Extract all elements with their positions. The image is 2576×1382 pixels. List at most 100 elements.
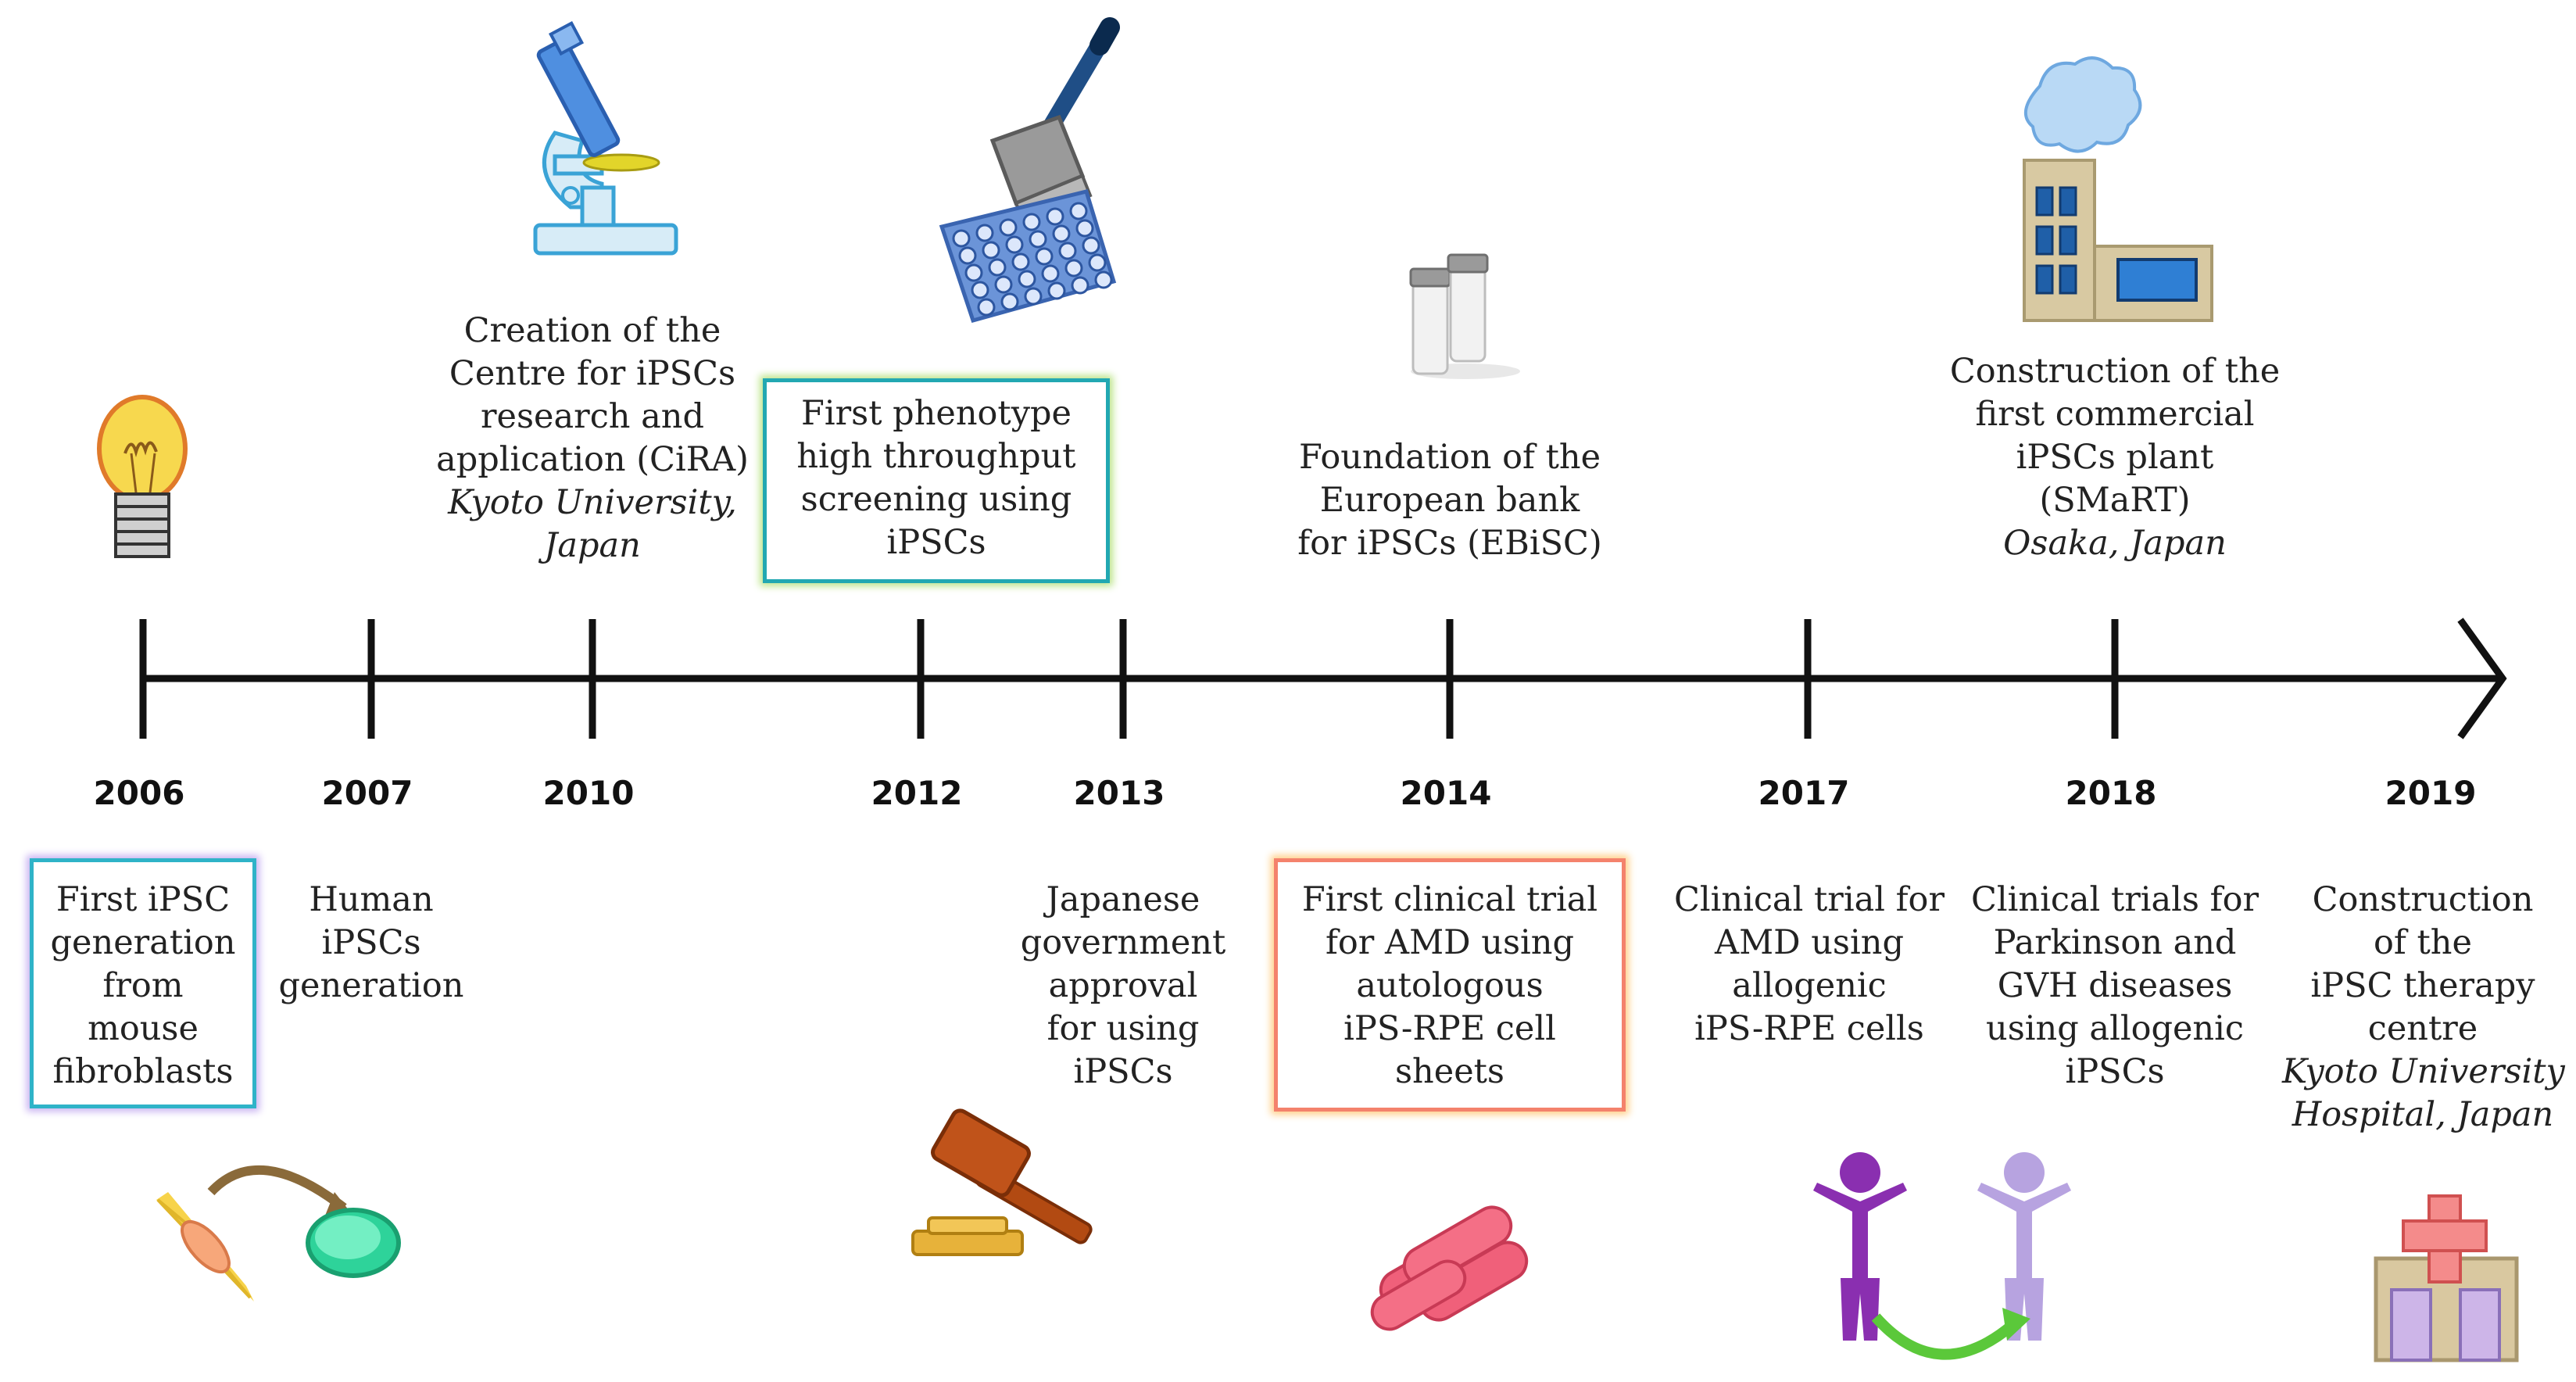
plate-well bbox=[1041, 264, 1060, 283]
event-line: European bank bbox=[1319, 481, 1580, 520]
event-line: fibroblasts bbox=[52, 1052, 234, 1091]
event-line: autologous bbox=[1356, 966, 1544, 1005]
event-location: Hospital, Japan bbox=[2292, 1095, 2554, 1134]
plate-well bbox=[1018, 270, 1036, 288]
event-line: for iPSCs (EBiSC) bbox=[1297, 524, 1602, 563]
plate-well bbox=[1082, 236, 1100, 255]
year-label: 2012 bbox=[871, 774, 963, 812]
event-line: Centre for iPSCs bbox=[449, 354, 736, 393]
event-line: iPS-RPE cell bbox=[1343, 1009, 1556, 1048]
event-2007-human-ipsc: Human iPSCs generation bbox=[270, 879, 473, 1008]
year-label: 2010 bbox=[542, 774, 635, 812]
event-2006-box bbox=[30, 858, 256, 1108]
event-line: for AMD using bbox=[1326, 923, 1574, 962]
event-2012-box bbox=[763, 378, 1110, 583]
year-label: 2017 bbox=[1758, 774, 1850, 812]
plate-well bbox=[999, 218, 1018, 237]
event-line: screening using bbox=[800, 480, 1072, 519]
plate-well bbox=[994, 275, 1013, 294]
event-line: approval bbox=[1048, 966, 1198, 1005]
event-line: Construction bbox=[2312, 880, 2534, 919]
event-line: Foundation of the bbox=[1298, 438, 1601, 477]
plate-well bbox=[1069, 202, 1088, 220]
event-2012-screening: First phenotype high throughput screenin… bbox=[763, 392, 1110, 564]
event-line: Clinical trial for bbox=[1674, 880, 1945, 919]
event-2014-amd-trial: First clinical trial for AMD using autol… bbox=[1274, 879, 1626, 1094]
plate-well bbox=[971, 281, 989, 299]
cell-reprogramming-icon bbox=[156, 1165, 401, 1301]
plate-well bbox=[1094, 270, 1113, 289]
plate-well bbox=[1075, 219, 1094, 238]
event-2017-allogenic-amd: Clinical trial for AMD using allogenic i… bbox=[1657, 879, 1962, 1051]
plate-well bbox=[1022, 213, 1041, 231]
year-label: 2006 bbox=[93, 774, 185, 812]
plate-well bbox=[988, 258, 1007, 277]
plate-well bbox=[1058, 242, 1077, 260]
plate-well bbox=[952, 229, 971, 248]
event-line: First phenotype bbox=[801, 394, 1072, 433]
event-line: government bbox=[1020, 923, 1226, 962]
event-location: Japan bbox=[544, 526, 641, 565]
event-2018-parkinson-gvh: Clinical trials for Parkinson and GVH di… bbox=[1962, 879, 2268, 1094]
event-line: allogenic bbox=[1732, 966, 1887, 1005]
plate-well bbox=[1071, 276, 1089, 295]
plate-well bbox=[1024, 287, 1043, 306]
plate-well bbox=[964, 263, 983, 282]
plate-well bbox=[1035, 247, 1054, 266]
microscope-icon bbox=[533, 21, 678, 256]
event-line: iPSCs plant bbox=[2016, 438, 2214, 477]
plate-well bbox=[982, 241, 1000, 260]
event-line: high throughput bbox=[796, 437, 1076, 476]
year-label: 2007 bbox=[321, 774, 413, 812]
event-2019-therapy-centre: Construction of the iPSC therapy centre … bbox=[2282, 879, 2565, 1137]
event-line: (SMaRT) bbox=[2039, 481, 2191, 520]
event-line: Creation of the bbox=[463, 311, 721, 350]
event-line: first commercial bbox=[1975, 395, 2255, 434]
event-line: mouse bbox=[88, 1009, 199, 1048]
plate-well bbox=[1047, 281, 1066, 300]
year-label: 2018 bbox=[2065, 774, 2157, 812]
event-line: Clinical trials for bbox=[1970, 880, 2259, 919]
event-line: iPSCs bbox=[2065, 1052, 2165, 1091]
year-label: 2013 bbox=[1073, 774, 1165, 812]
event-line: iPSCs bbox=[886, 523, 986, 562]
event-line: AMD using bbox=[1715, 923, 1904, 962]
pipette-plate-icon bbox=[939, 17, 1120, 324]
event-line: Construction of the bbox=[1949, 352, 2281, 391]
patients-transfer-icon bbox=[1813, 1152, 2071, 1360]
plate-well bbox=[1088, 253, 1107, 272]
plate-well bbox=[1000, 292, 1019, 311]
event-location: Osaka, Japan bbox=[2003, 524, 2227, 563]
plate-well bbox=[977, 298, 996, 317]
event-line: iPS-RPE cells bbox=[1694, 1009, 1924, 1048]
plate-well bbox=[975, 224, 994, 242]
event-line: GVH diseases bbox=[1997, 966, 2233, 1005]
event-line: iPSCs bbox=[321, 923, 421, 962]
event-line: Japanese bbox=[1046, 880, 1200, 919]
year-label: 2014 bbox=[1400, 774, 1492, 812]
event-2014-ebisc: Foundation of the European bank for iPSC… bbox=[1282, 436, 1618, 565]
event-line: using allogenic bbox=[1986, 1009, 2244, 1048]
axis-arrowhead bbox=[2457, 618, 2507, 739]
event-line: of the bbox=[2374, 923, 2472, 962]
event-2014-box bbox=[1274, 858, 1626, 1112]
event-line: for using bbox=[1046, 1009, 1200, 1048]
plate-well bbox=[1046, 207, 1064, 226]
event-line: generation bbox=[278, 966, 464, 1005]
plate-well bbox=[1011, 252, 1030, 271]
plate-well bbox=[958, 246, 977, 265]
event-line: iPSC therapy bbox=[2310, 966, 2535, 1005]
event-line: research and bbox=[480, 397, 704, 436]
event-line: First clinical trial bbox=[1301, 880, 1598, 919]
event-line: First iPSC bbox=[55, 880, 231, 919]
event-2013-approval: Japanese government approval for using i… bbox=[1008, 879, 1238, 1094]
plate-well bbox=[1052, 224, 1071, 243]
event-line: iPSCs bbox=[1073, 1052, 1173, 1091]
gavel-icon bbox=[911, 1108, 1093, 1256]
event-line: from bbox=[102, 966, 184, 1005]
event-line: generation bbox=[50, 923, 236, 962]
event-line: centre bbox=[2367, 1009, 2478, 1048]
event-location: Kyoto University, bbox=[448, 483, 737, 522]
